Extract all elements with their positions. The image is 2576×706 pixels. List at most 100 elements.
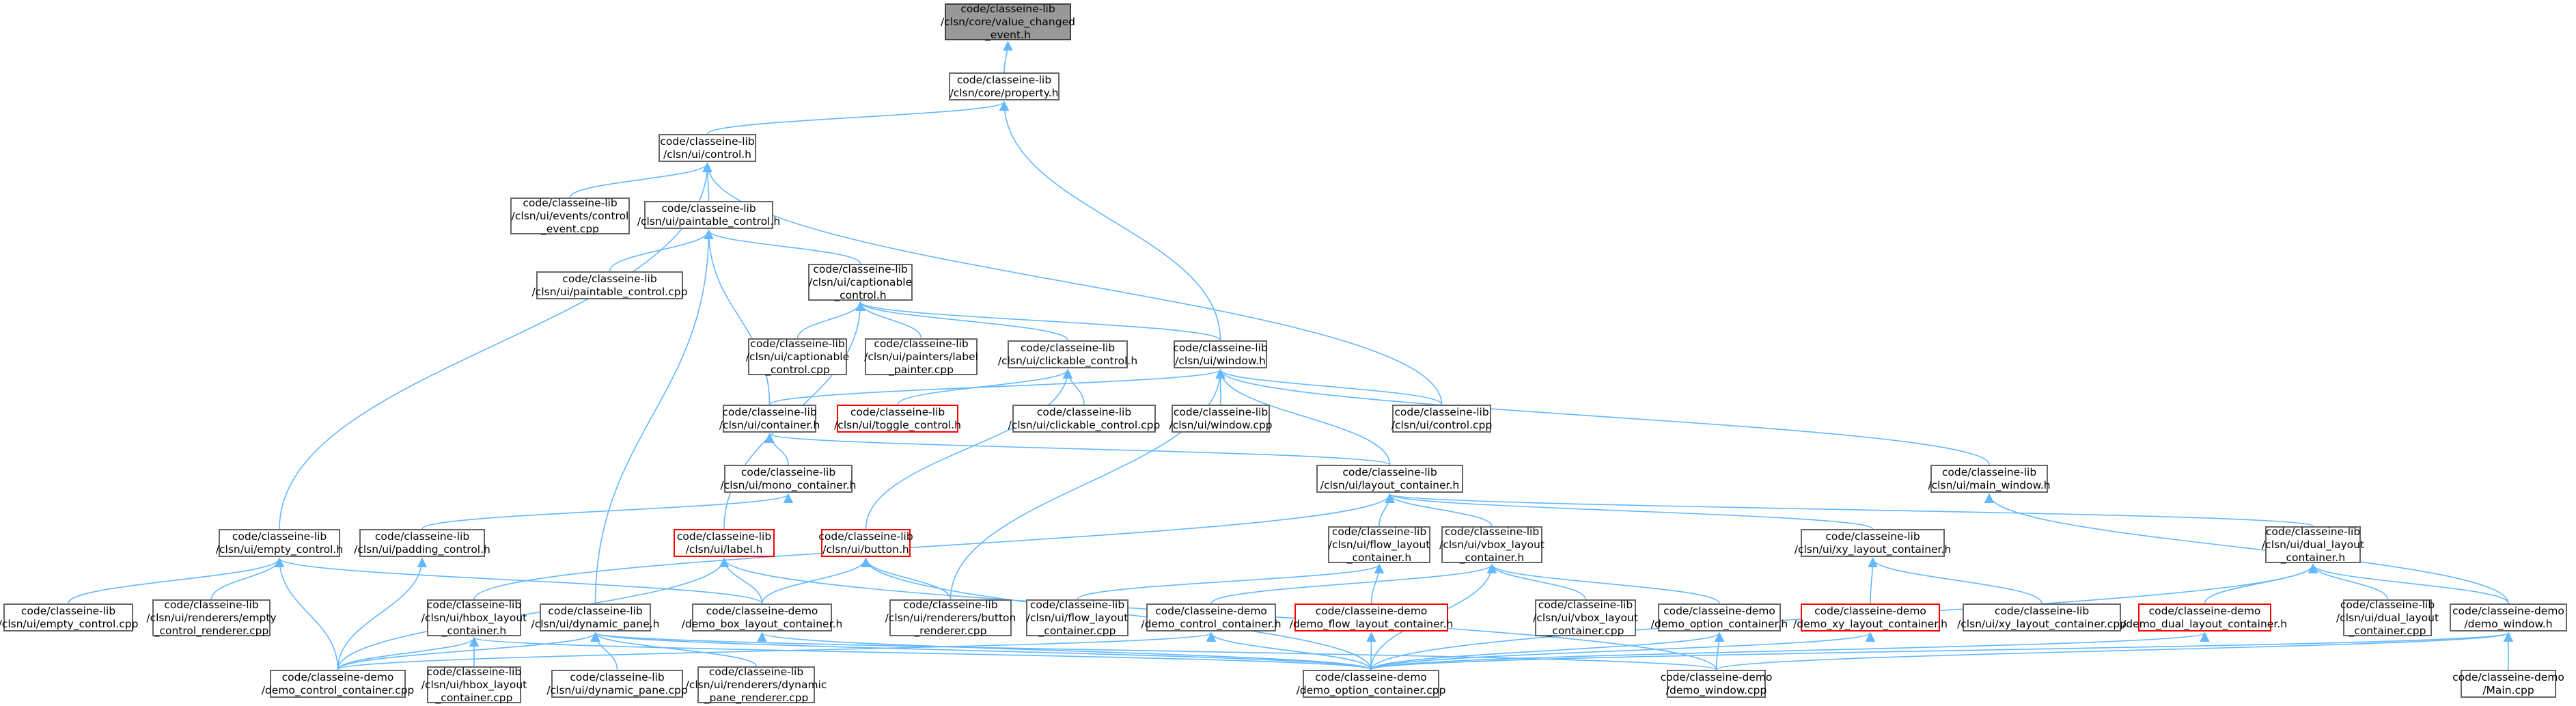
graph-node[interactable]: code/classeine-lib /clsn/ui/toggle_contr… [834,405,961,433]
dependency-edge [1215,368,1391,465]
dependency-edge [1370,632,2513,670]
dependency-edge [590,632,757,667]
dependency-edge [1868,557,2042,604]
graph-node[interactable]: code/classeine-demo /demo_option_contain… [1651,603,1788,632]
graph-node[interactable]: code/classeine-lib /clsn/ui/control.cpp [1391,405,1492,433]
dependency-edge [1486,563,1586,600]
dependency-edge [1715,632,2513,670]
graph-node[interactable]: code/classeine-lib /clsn/ui/empty_contro… [0,603,138,632]
dependency-edge [275,557,763,604]
dependency-edge [210,557,285,600]
graph-node[interactable]: code/classeine-lib /clsn/ui/xy_layout_co… [1795,529,1951,557]
dependency-edge [609,229,714,272]
graph-node[interactable]: code/classeine-lib /clsn/ui/dynamic_pane… [546,670,688,698]
graph-node[interactable]: code/classeine-lib /clsn/ui/clickable_co… [998,340,1137,368]
dependency-edge [594,229,714,604]
graph-node[interactable]: code/classeine-lib /clsn/ui/flow_layout … [1328,525,1430,564]
graph-node[interactable]: code/classeine-lib /clsn/ui/dynamic_pane… [531,603,660,632]
graph-node[interactable]: code/classeine-lib /clsn/ui/hbox_layout … [421,665,527,704]
dependency-edge [1370,632,2210,670]
dependency-edge [1370,632,1724,670]
dependency-edge [764,433,1391,465]
dependency-edge [2308,563,2388,600]
dependency-edge [591,632,1717,670]
graph-node[interactable]: code/classeine-lib /clsn/ui/renderers/em… [146,598,277,637]
graph-node[interactable]: code/classeine-demo /demo_control_contai… [262,670,414,698]
dependency-edge [2204,563,2318,604]
dependency-edge [855,301,1221,341]
graph-node[interactable]: code/classeine-lib /clsn/ui/button.h [818,529,913,557]
graph-node[interactable]: code/classeine-lib /clsn/ui/window.h [1173,340,1268,368]
dependency-edge [706,100,1009,135]
graph-node[interactable]: code/classeine-demo /Main.cpp [2452,670,2564,698]
graph-node[interactable]: code/classeine-demo /demo_xy_layout_cont… [1793,603,1948,632]
dependency-edge [1366,632,1376,670]
graph-node[interactable]: code/classeine-lib /clsn/ui/dual_layout … [2261,525,2365,564]
graph-node[interactable]: code/classeine-lib /clsn/ui/main_window.… [1928,465,2051,493]
graph-node[interactable]: code/classeine-demo /demo_option_contain… [1297,670,1445,698]
graph-node[interactable]: code/classeine-lib /clsn/ui/renderers/dy… [685,665,827,704]
graph-node[interactable]: code/classeine-lib /clsn/ui/empty_contro… [216,529,343,557]
graph-node[interactable]: code/classeine-lib /clsn/ui/xy_layout_co… [1957,603,2127,632]
graph-node[interactable]: code/classeine-lib /clsn/core/value_chan… [941,2,1075,41]
graph-node[interactable]: code/classeine-lib /clsn/ui/window.cpp [1169,405,1273,433]
graph-node[interactable]: code/classeine-lib /clsn/ui/layout_conta… [1316,465,1463,493]
graph-node[interactable]: code/classeine-lib /clsn/ui/clickable_co… [1008,405,1160,433]
graph-node[interactable]: code/classeine-lib /clsn/ui/mono_contain… [721,465,856,493]
dependency-edge [1868,557,1878,604]
dependency-edge [473,493,1395,600]
dependency-edge [704,229,771,405]
graph-node[interactable]: code/classeine-lib /clsn/ui/paintable_co… [637,201,780,229]
dependency-edge [337,632,600,670]
dependency-edge [421,493,793,530]
dependency-edge [1062,368,1085,405]
graph-node[interactable]: code/classeine-demo /demo_box_layout_con… [682,603,842,632]
dependency-edge [861,557,952,600]
graph-node[interactable]: code/classeine-lib /clsn/ui/control.h [659,134,756,162]
dependency-edge [1003,40,1013,73]
graph-node[interactable]: code/classeine-lib /clsn/ui/padding_cont… [354,529,490,557]
graph-node[interactable]: code/classeine-lib /clsn/ui/label.h [674,529,775,557]
graph-node[interactable]: code/classeine-lib /clsn/ui/flow_layout … [1026,598,1128,637]
graph-node[interactable]: code/classeine-lib /clsn/ui/painters/lab… [864,337,978,376]
dependency-edge [590,632,1372,670]
graph-node[interactable]: code/classeine-demo /demo_control_contai… [1141,603,1282,632]
dependency-edge [569,162,712,198]
dependency-edge [1215,368,1443,405]
graph-node[interactable]: code/classeine-lib /clsn/ui/vbox_layout … [1533,598,1638,637]
dependency-edge [761,557,871,604]
graph-node[interactable]: code/classeine-lib /clsn/ui/container.h [719,405,820,433]
graph-node[interactable]: code/classeine-lib /clsn/ui/events/contr… [510,196,630,235]
dependency-edge [1370,632,1875,670]
dependency-edge [797,301,865,339]
graph-node[interactable]: code/classeine-lib /clsn/ui/renderers/bu… [885,598,1016,637]
graph-node[interactable]: code/classeine-demo /demo_flow_layout_co… [1290,603,1453,632]
graph-node[interactable]: code/classeine-lib /clsn/ui/captionable … [745,337,850,376]
dependency-edge [337,557,730,670]
graph-node[interactable]: code/classeine-demo /demo_window.cpp [1661,670,1772,698]
dependency-edge [1370,563,1385,604]
dependency-edge [68,557,285,604]
graph-node[interactable]: code/classeine-lib /clsn/core/property.h [949,72,1060,100]
dependency-edge [768,368,1225,405]
dependency-edge [274,557,339,670]
dependency-edge [764,433,789,465]
dependency-edge [865,368,1073,530]
graph-node[interactable]: code/classeine-demo /demo_window.h [2450,603,2567,632]
dependency-edge [757,632,1372,670]
dependency-edge [855,301,1068,341]
dependency-edge [999,100,1221,341]
dependency-edge [337,632,1216,670]
graph-node[interactable]: code/classeine-lib /clsn/ui/hbox_layout … [421,598,527,637]
dependency-edge [1714,632,1725,670]
graph-node[interactable]: code/classeine-lib /clsn/ui/paintable_co… [532,271,687,299]
dependency-edge [1385,493,1874,530]
dependency-edge [704,229,861,264]
graph-node[interactable]: code/classeine-demo /demo_dual_layout_co… [2122,603,2287,632]
dependency-edge [1486,563,1720,604]
graph-node[interactable]: code/classeine-lib /clsn/ui/vbox_layout … [1439,525,1545,564]
graph-node[interactable]: code/classeine-lib /clsn/ui/dual_layout … [2336,598,2439,637]
graph-node[interactable]: code/classeine-lib /clsn/ui/captionable … [808,262,913,301]
